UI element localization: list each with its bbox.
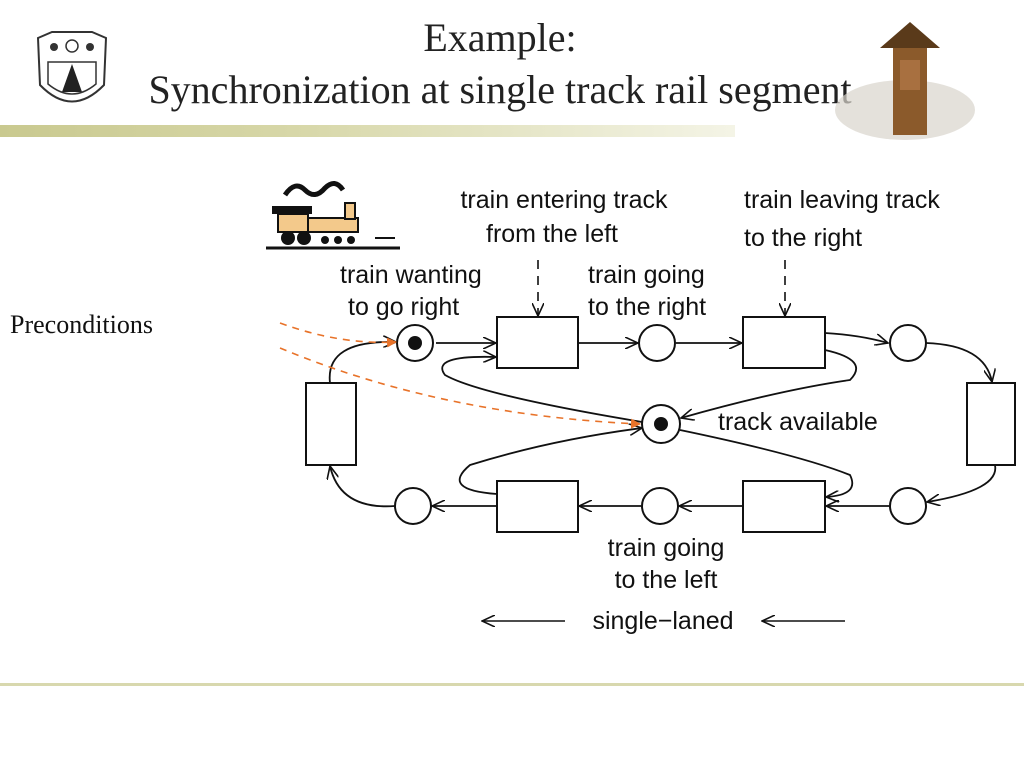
label-leaving-1: train leaving track bbox=[744, 186, 940, 214]
place-left-end bbox=[394, 487, 432, 525]
label-wanting-2: to go right bbox=[348, 293, 459, 321]
label-going-right-1: train going bbox=[588, 261, 705, 289]
label-entering-2: from the left bbox=[486, 220, 618, 248]
transition-enter-left bbox=[496, 316, 579, 369]
preconditions-label: Preconditions bbox=[10, 310, 153, 339]
place-wanting-left bbox=[889, 487, 927, 525]
transition-leave-left bbox=[496, 480, 579, 533]
slide-title-line1: Example: bbox=[423, 15, 577, 60]
tower-image bbox=[835, 22, 975, 140]
footer-divider bbox=[0, 683, 1024, 686]
label-leaving-2: to the right bbox=[744, 224, 862, 252]
label-track-available: track available bbox=[718, 408, 878, 436]
token bbox=[654, 417, 668, 431]
header-band bbox=[0, 125, 735, 137]
transition-left-loop bbox=[305, 382, 357, 466]
label-going-left-2: to the left bbox=[615, 566, 718, 594]
place-going-left bbox=[641, 487, 679, 525]
label-going-left-1: train going bbox=[608, 534, 725, 562]
label-single-laned: single−laned bbox=[592, 607, 733, 635]
place-right-end bbox=[889, 324, 927, 362]
label-going-right-2: to the right bbox=[588, 293, 706, 321]
train-icon bbox=[266, 181, 400, 250]
label-entering-1: train entering track bbox=[460, 186, 668, 214]
place-going-right bbox=[638, 324, 676, 362]
slide-title-line2: Synchronization at single track rail seg… bbox=[148, 67, 852, 112]
university-logo bbox=[36, 31, 108, 103]
precondition-arrows bbox=[279, 322, 641, 429]
transition-right-loop bbox=[966, 382, 1016, 466]
transition-leave-right bbox=[742, 316, 826, 369]
token bbox=[408, 336, 422, 350]
label-wanting-1: train wanting bbox=[340, 261, 482, 289]
transition-enter-right bbox=[742, 480, 826, 533]
